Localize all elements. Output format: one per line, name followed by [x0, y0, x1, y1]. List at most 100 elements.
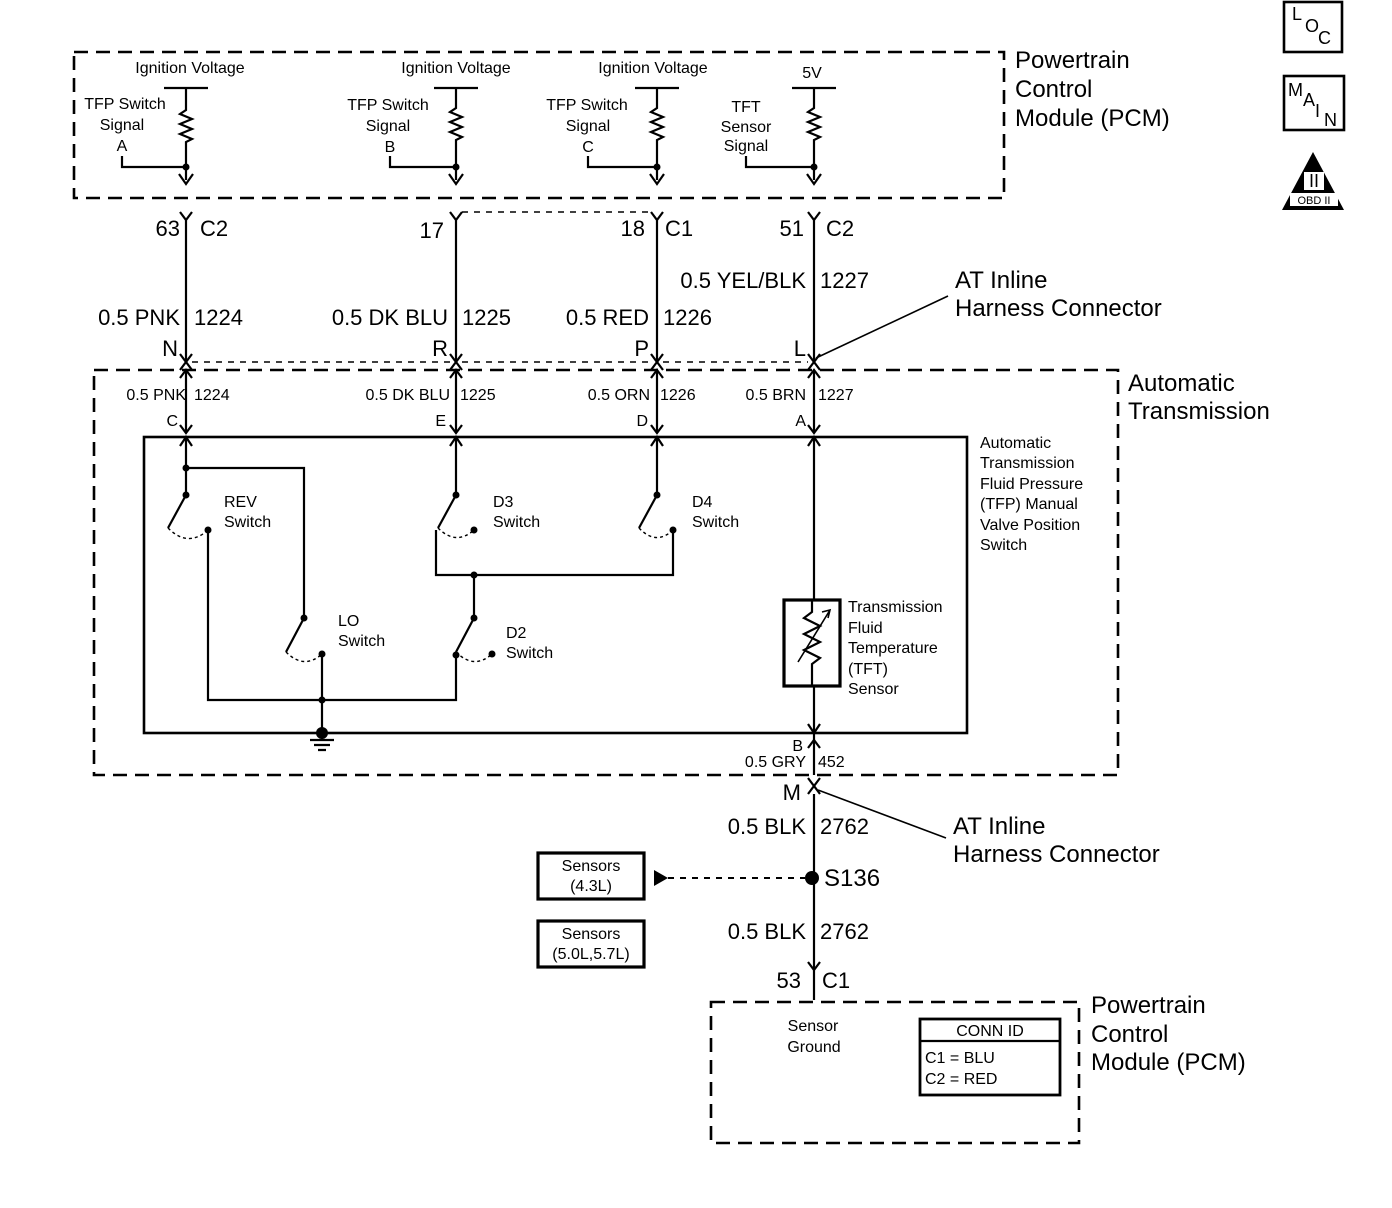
trans-wire-1225-color: 0.5 DK BLU — [366, 387, 450, 404]
d2-switch: D2 Switch — [452, 575, 553, 663]
chassis-ground-icon — [310, 727, 334, 752]
loc-icon[interactable]: L O C — [1282, 0, 1344, 54]
d3-switch-label-2: Switch — [493, 514, 540, 531]
signal-label-b-3: B — [385, 139, 396, 156]
pcm-top-title-1: Powertrain — [1015, 47, 1130, 74]
pcm-bottom-title-2: Control — [1091, 1021, 1168, 1048]
wire-1226-circuit: 1226 — [663, 305, 712, 330]
wire-1227-circuit: 1227 — [820, 268, 869, 293]
pin-r: R — [432, 336, 448, 361]
lo-switch-label-1: LO — [338, 613, 359, 630]
pin-51: 51 — [780, 216, 804, 241]
ground-pin-b: B — [792, 738, 803, 755]
lower-wire-lower-circuit: 2762 — [820, 919, 869, 944]
trans-wire-1227-color: 0.5 BRN — [746, 387, 806, 404]
pin-n: N — [162, 336, 178, 361]
lo-switch: LO Switch — [285, 613, 385, 733]
conn-id-row-1: C1 = BLU — [925, 1050, 995, 1067]
supply-label-b: Ignition Voltage — [401, 60, 511, 77]
conn-id-table: CONN ID C1 = BLU C2 = RED — [918, 1017, 1062, 1097]
loc-letter-l: L — [1292, 4, 1302, 24]
pcm-top-title-2: Control — [1015, 76, 1092, 103]
lower-wire-lower-color: 0.5 BLK — [728, 919, 807, 944]
harness-wire-labels: 0.5 PNK 1224 0.5 DK BLU 1225 0.5 RED 122… — [98, 268, 869, 361]
sensors-5l-label-1: Sensors — [562, 926, 621, 943]
wire-1226-color: 0.5 RED — [566, 305, 649, 330]
loc-letter-o: O — [1305, 16, 1319, 36]
supply-label-5v: 5V — [802, 65, 822, 82]
pcm-bottom-title-3: Module (PCM) — [1091, 1049, 1246, 1076]
tft-signal-label-2: Sensor — [721, 119, 772, 136]
main-icon[interactable]: M A I N — [1282, 74, 1346, 132]
obd-ii-icon[interactable]: II OBD II — [1282, 152, 1344, 210]
transmission-title-2: Transmission — [1128, 398, 1270, 425]
signal-label-a-3: A — [117, 138, 128, 155]
obd-label: OBD II — [1297, 195, 1330, 207]
inline-pin-m: M — [783, 780, 801, 805]
trans-wire-1226-color: 0.5 ORN — [588, 387, 650, 404]
d3-switch-label-1: D3 — [493, 494, 514, 511]
trans-wire-1225-circuit: 1225 — [460, 387, 496, 404]
tfp-label-2: Transmission — [980, 455, 1075, 472]
lo-switch-label-2: Switch — [338, 633, 385, 650]
sensor-ground-label-1: Sensor — [788, 1018, 839, 1035]
pin-17: 17 — [420, 218, 444, 243]
signal-label-a-2: Signal — [100, 117, 144, 134]
supply-label-c: Ignition Voltage — [598, 60, 708, 77]
conn-c2-a: C2 — [200, 216, 228, 241]
ground-wire-color: 0.5 GRY — [745, 754, 806, 771]
tfp-label-5: Valve Position — [980, 517, 1080, 534]
inline-connector-bottom-label-2: Harness Connector — [953, 841, 1160, 868]
signal-label-a-1: TFP Switch — [84, 96, 166, 113]
tft-label-5: Sensor — [848, 681, 899, 698]
tfp-label-1: Automatic — [980, 435, 1051, 452]
sensors-5l-label-2: (5.0L,5.7L) — [552, 946, 629, 963]
main-letter-a: A — [1303, 90, 1315, 110]
ground-wire-circuit: 452 — [818, 754, 845, 771]
main-letter-m: M — [1288, 80, 1303, 100]
main-letter-n: N — [1324, 110, 1337, 130]
tfp-label-3: Fluid Pressure — [980, 476, 1083, 493]
trans-wire-1224-circuit: 1224 — [194, 387, 230, 404]
inline-connector-bottom-label-1: AT Inline — [953, 813, 1046, 840]
trans-pin-c: C — [166, 413, 178, 430]
conn-c2-b: C2 — [826, 216, 854, 241]
rev-switch: REV Switch — [167, 464, 458, 702]
tft-sensor: Transmission Fluid Temperature (TFT) Sen… — [782, 598, 943, 735]
obd-numeral: II — [1309, 171, 1319, 191]
supply-label-a: Ignition Voltage — [135, 60, 245, 77]
inline-connector-top-label-1: AT Inline — [955, 267, 1048, 294]
signal-label-c-2: Signal — [566, 118, 610, 135]
inline-connector-top-label-2: Harness Connector — [955, 295, 1162, 322]
transmission-wires: 0.5 PNK 1224 0.5 DK BLU 1225 0.5 ORN 122… — [126, 368, 854, 435]
tfp-label-4: (TFP) Manual — [980, 496, 1078, 513]
main-letter-i: I — [1315, 101, 1320, 121]
conn-id-header: CONN ID — [956, 1023, 1024, 1040]
tft-label-2: Fluid — [848, 620, 883, 637]
pin-p: P — [634, 336, 649, 361]
rev-switch-label-2: Switch — [224, 514, 271, 531]
box-entry-arrows — [179, 435, 821, 600]
pcm-top-title-3: Module (PCM) — [1015, 105, 1170, 132]
d2-switch-label-1: D2 — [506, 625, 527, 642]
trans-pin-a: A — [795, 413, 806, 430]
sensors-box-5-0l-5-7l[interactable]: Sensors (5.0L,5.7L) — [536, 919, 646, 969]
tft-label-3: Temperature — [848, 640, 938, 657]
pcm-top-boundary — [72, 50, 1006, 200]
tft-label-1: Transmission — [848, 599, 943, 616]
sensors-box-4-3l[interactable]: Sensors (4.3L) — [536, 851, 646, 901]
pcm-circuit-a: Ignition Voltage TFP Switch Signal A — [84, 60, 245, 186]
tft-signal-label-3: Signal — [724, 138, 768, 155]
d2-switch-label-2: Switch — [506, 645, 553, 662]
inline-connector-top: AT Inline Harness Connector — [179, 267, 1162, 371]
tfp-label-6: Switch — [980, 537, 1027, 554]
lower-harness: M AT Inline Harness Connector 0.5 BLK 27… — [654, 777, 1160, 1000]
tft-label-4: (TFT) — [848, 661, 888, 678]
pcm-circuit-c: Ignition Voltage TFP Switch Signal C — [546, 60, 708, 186]
d3-switch: D3 Switch — [434, 491, 675, 579]
wire-1225-circuit: 1225 — [462, 305, 511, 330]
signal-label-c-1: TFP Switch — [546, 97, 628, 114]
splice-s136-dot — [805, 871, 819, 885]
wire-1224-circuit: 1224 — [194, 305, 243, 330]
